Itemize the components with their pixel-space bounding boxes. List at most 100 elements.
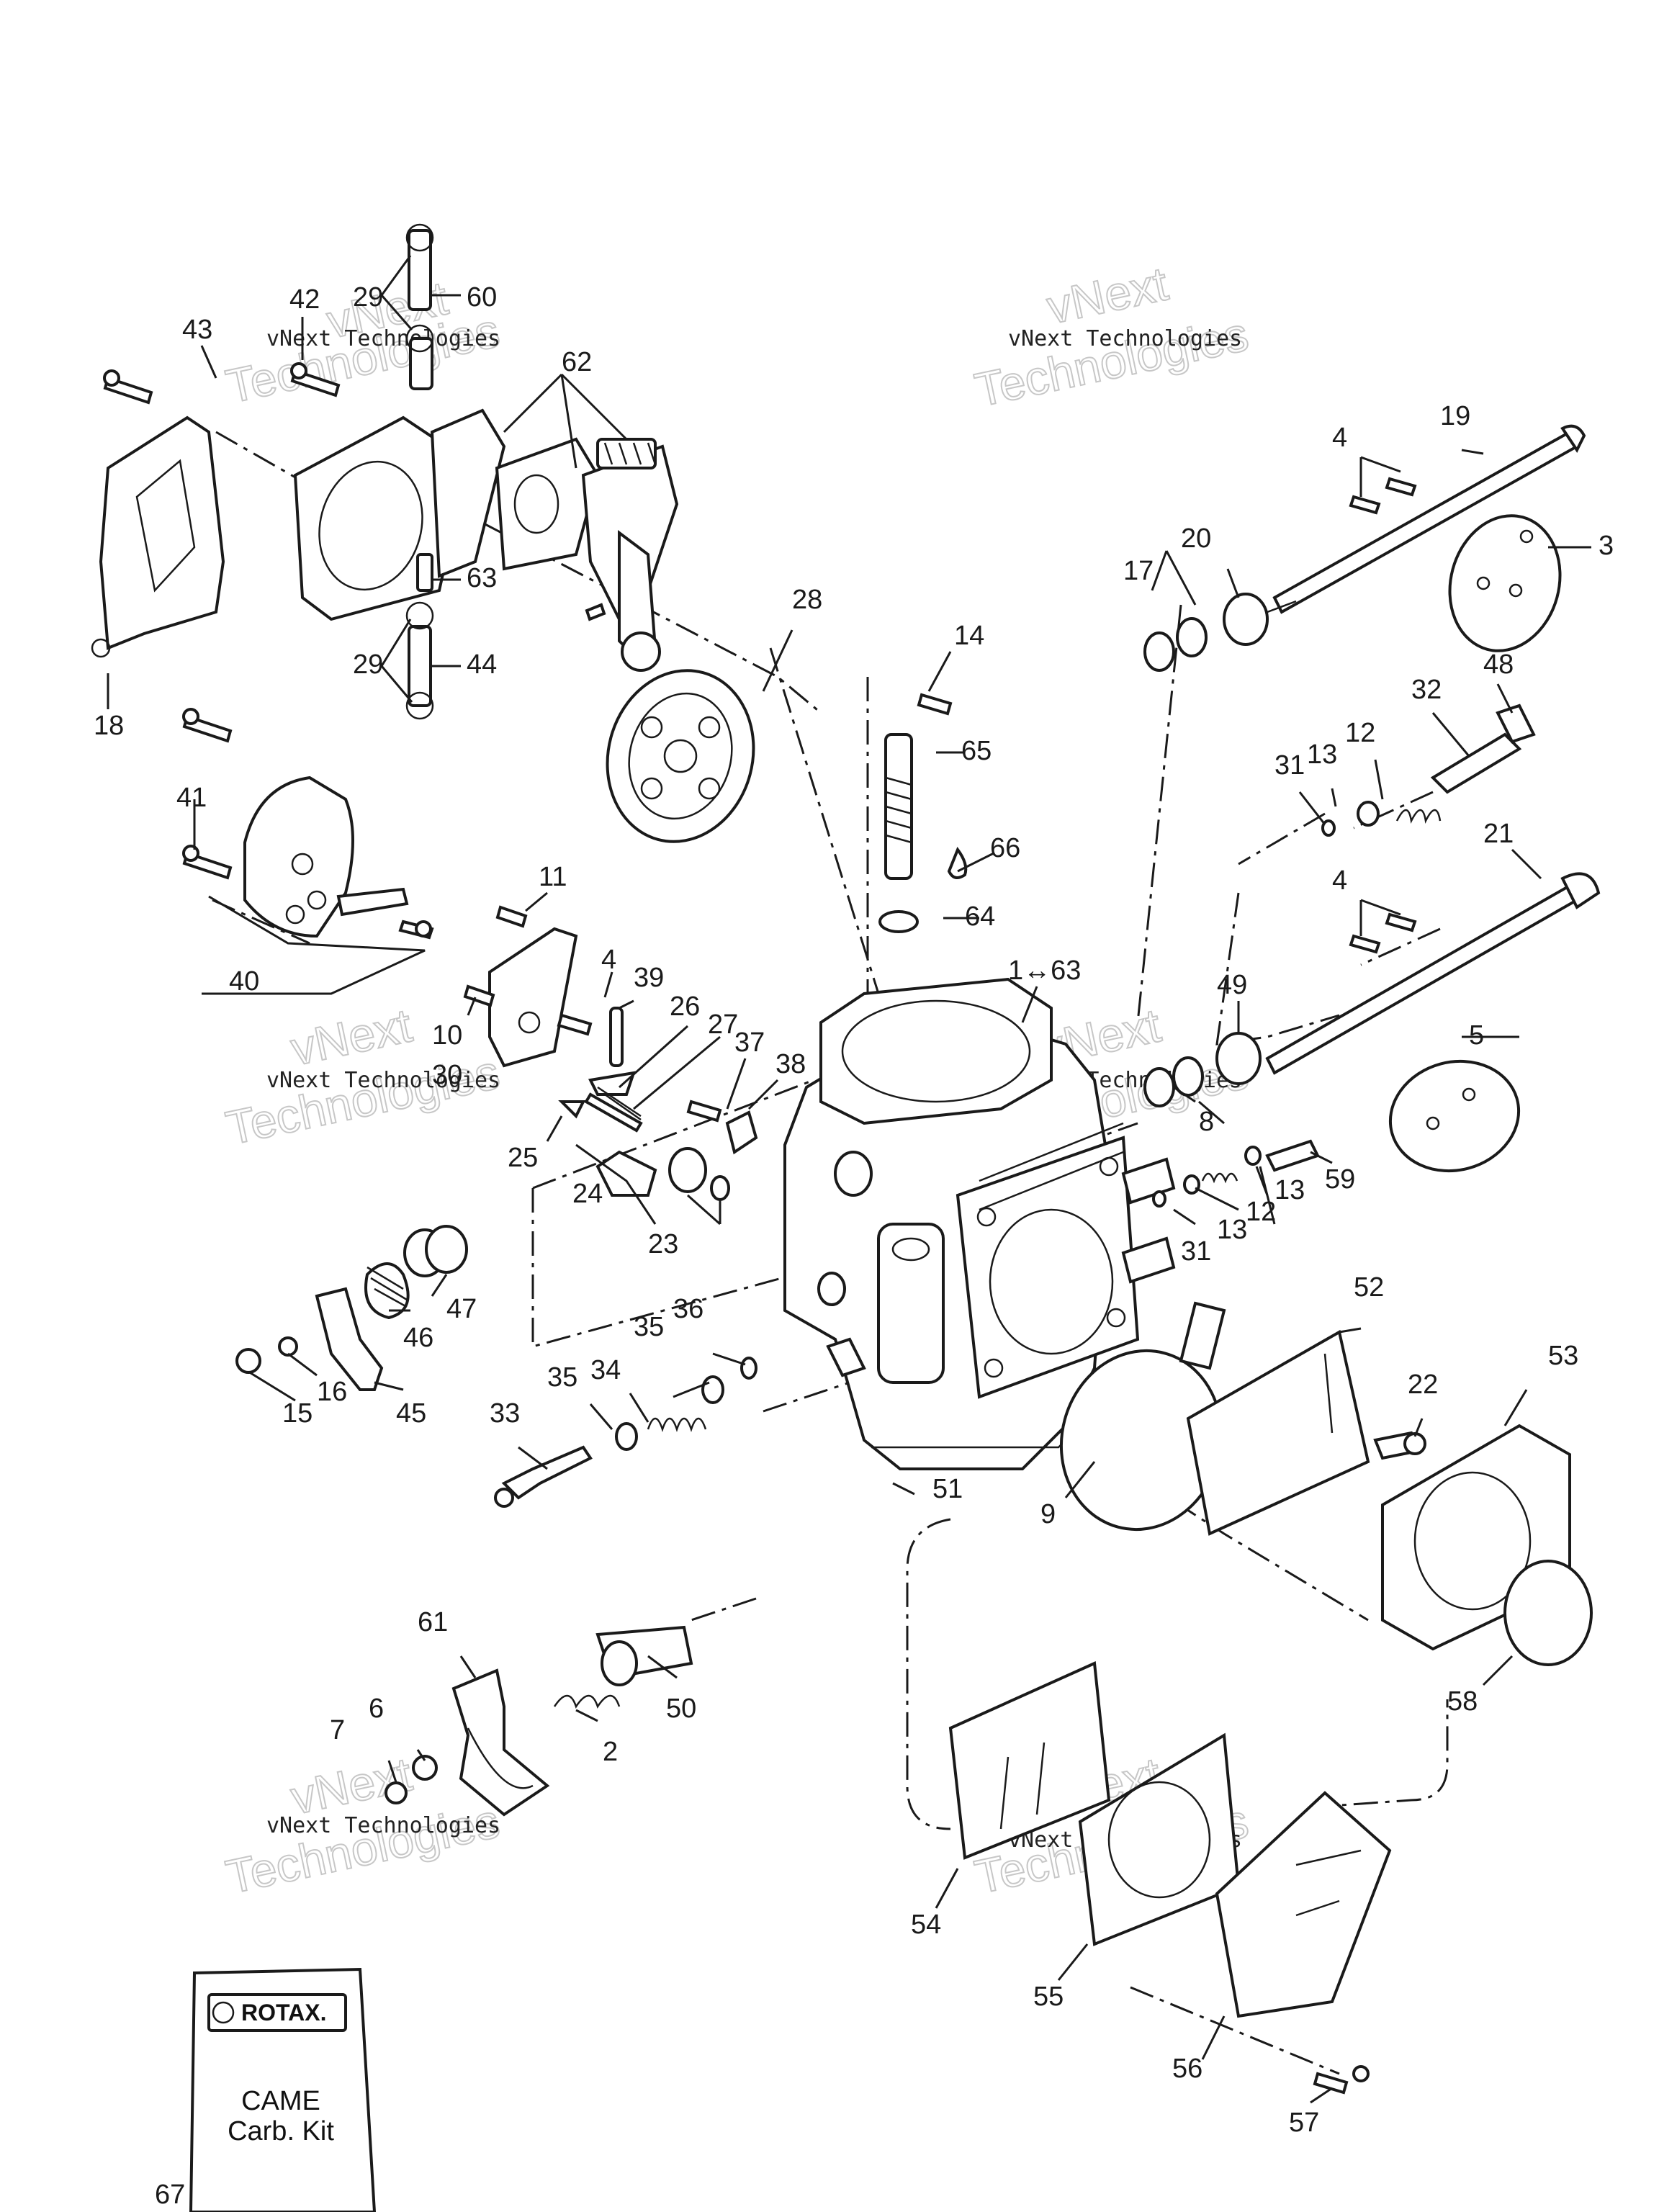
callout-12b: 12 [1246, 1197, 1276, 1227]
callout-59: 59 [1325, 1164, 1355, 1195]
callout-17: 17 [1123, 556, 1154, 586]
needle-valve-parts [463, 905, 758, 1225]
throttle-weight-assembly [182, 708, 434, 995]
callout-5: 5 [1469, 1020, 1484, 1051]
callout-58: 58 [1447, 1686, 1478, 1717]
callout-46: 46 [403, 1323, 433, 1353]
callout-9: 9 [1040, 1499, 1056, 1529]
callout-11: 11 [539, 862, 567, 892]
callout-7: 7 [330, 1715, 345, 1745]
callout-4b: 4 [1332, 423, 1347, 453]
pump-plates-assembly [1059, 1301, 1593, 1666]
svg-text:vNext Technologies: vNext Technologies [266, 1813, 500, 1838]
callout-4c: 4 [1332, 866, 1347, 896]
callout-39: 39 [634, 963, 664, 993]
callout-55: 55 [1033, 1982, 1064, 2012]
callout-60: 60 [467, 282, 497, 313]
callout-66: 66 [990, 833, 1020, 863]
callout-8: 8 [1199, 1107, 1214, 1137]
callout-62: 62 [562, 347, 592, 377]
callout-65: 65 [961, 736, 992, 766]
svg-text:vNext: vNext [1043, 256, 1172, 333]
svg-text:vNext Technologies: vNext Technologies [1008, 326, 1242, 351]
callout-34: 34 [590, 1355, 621, 1385]
callout-13b: 13 [1274, 1175, 1305, 1205]
callout-44: 44 [467, 649, 497, 680]
idle-screw-assembly [494, 1357, 757, 1508]
callout-24: 24 [572, 1179, 603, 1209]
callout-22: 22 [1408, 1370, 1438, 1400]
callout-4a: 4 [601, 945, 616, 975]
diaphragm-part-28 [606, 669, 755, 843]
callout-49: 49 [1217, 970, 1247, 1000]
carb-kit-box: ROTAX. CAME Carb. Kit [189, 1967, 377, 2212]
callout-43: 43 [182, 315, 212, 345]
callout-50: 50 [666, 1694, 696, 1724]
callout-23: 23 [648, 1229, 678, 1259]
callout-41: 41 [176, 783, 207, 813]
pump-cover-assembly [91, 223, 679, 720]
callout-35a: 35 [547, 1362, 577, 1393]
callout-56: 56 [1172, 2054, 1202, 2084]
callout-52: 52 [1354, 1272, 1384, 1303]
callout-47: 47 [446, 1294, 477, 1324]
watermark-top-right: vNext Technologies vNext Technologies [970, 256, 1254, 417]
callout-27: 27 [708, 1010, 738, 1040]
callout-14: 14 [954, 621, 984, 651]
svg-text:vNext: vNext [287, 998, 416, 1075]
callout-19: 19 [1440, 401, 1470, 431]
callout-26: 26 [670, 992, 700, 1022]
callout-28: 28 [792, 585, 822, 615]
callout-33: 33 [490, 1398, 520, 1429]
throttle-shaft-assembly [1265, 424, 1601, 1173]
callout-57: 57 [1289, 2108, 1319, 2138]
callout-30: 30 [432, 1060, 462, 1090]
callout-48: 48 [1483, 649, 1514, 680]
callout-29b: 29 [353, 649, 383, 680]
callout-13a: 13 [1307, 739, 1337, 770]
callout-37: 37 [734, 1028, 765, 1058]
callout-3: 3 [1599, 531, 1614, 561]
callout-10: 10 [432, 1020, 462, 1051]
callout-36: 36 [673, 1294, 703, 1324]
callout-42: 42 [289, 284, 320, 315]
callout-63: 63 [467, 563, 497, 593]
reed-valve-assembly [948, 1661, 1392, 2095]
svg-text:Technologies: Technologies [971, 307, 1253, 416]
callout-45: 45 [396, 1398, 426, 1429]
callout-16: 16 [317, 1377, 347, 1407]
callout-61: 61 [418, 1607, 448, 1637]
callout-64: 64 [965, 902, 995, 932]
choke-lever-assembly [385, 1625, 693, 1817]
callout-labels: 1↔63234445678910111212131313141516171819… [94, 282, 1614, 2210]
callout-6: 6 [369, 1694, 384, 1724]
callout-21: 21 [1483, 819, 1514, 849]
carburetor-body-part-1 [783, 977, 1176, 1470]
callout-15: 15 [282, 1398, 313, 1429]
callout-38: 38 [775, 1049, 806, 1079]
kit-title-line1: CAME [241, 2086, 320, 2116]
seals-and-bushings [878, 593, 1536, 1208]
throttle-spring-assembly [235, 1225, 468, 1391]
leader-lines [107, 255, 1591, 2104]
callout-67: 67 [155, 2180, 185, 2210]
callout-20: 20 [1181, 523, 1211, 554]
svg-text:vNext Technologies: vNext Technologies [266, 326, 500, 351]
callout-1-63: 1↔63 [1008, 956, 1081, 986]
callout-51: 51 [932, 1474, 963, 1504]
callout-12a: 12 [1345, 718, 1375, 748]
callout-53: 53 [1548, 1341, 1578, 1371]
svg-text:vNext Technologies: vNext Technologies [266, 1068, 500, 1093]
callout-35b: 35 [634, 1312, 664, 1342]
callout-31b: 31 [1181, 1236, 1211, 1267]
callout-25: 25 [508, 1143, 538, 1173]
kit-brand: ROTAX. [241, 2000, 327, 2026]
callout-40: 40 [229, 966, 259, 997]
callout-13c: 13 [1217, 1215, 1247, 1245]
callout-32: 32 [1411, 675, 1442, 705]
kit-title-line2: Carb. Kit [228, 2116, 334, 2146]
callout-31a: 31 [1274, 750, 1305, 781]
callout-18: 18 [94, 711, 124, 741]
callout-2: 2 [603, 1737, 618, 1767]
